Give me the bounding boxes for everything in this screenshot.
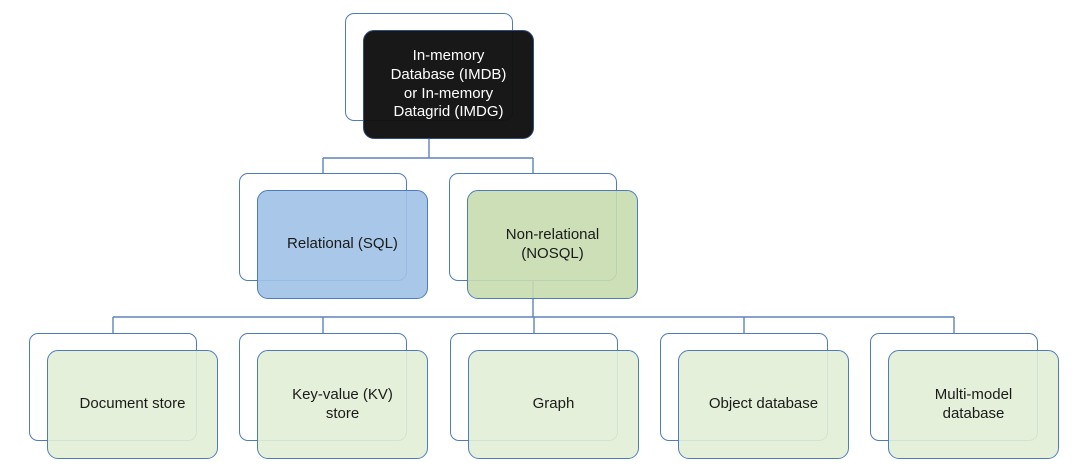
node-label: Object database bbox=[708, 395, 819, 413]
node-label: Multi-model database bbox=[934, 385, 1013, 422]
node-non-relational-nosql-box: Non-relational (NOSQL) bbox=[467, 190, 638, 299]
node-multi-model-database: Multi-model database bbox=[870, 333, 1060, 460]
node-document-store: Document store bbox=[29, 333, 219, 460]
node-multi-model-database-box: Multi-model database bbox=[888, 350, 1059, 459]
node-label: Relational (SQL) bbox=[287, 235, 398, 253]
node-object-database: Object database bbox=[660, 333, 850, 460]
node-object-database-box: Object database bbox=[678, 350, 849, 459]
node-root-box: In-memory Database (IMDB) or In-memory D… bbox=[363, 30, 534, 139]
node-graph: Graph bbox=[450, 333, 640, 460]
node-root: In-memory Database (IMDB) or In-memory D… bbox=[345, 13, 535, 140]
node-label: Key-value (KV) store bbox=[292, 385, 393, 422]
node-relational-sql: Relational (SQL) bbox=[239, 173, 429, 300]
node-graph-box: Graph bbox=[468, 350, 639, 459]
node-label: Document store bbox=[79, 395, 186, 413]
node-label: In-memory Database (IMDB) or In-memory D… bbox=[390, 47, 507, 121]
node-key-value-store: Key-value (KV) store bbox=[239, 333, 429, 460]
node-document-store-box: Document store bbox=[47, 350, 218, 459]
node-non-relational-nosql: Non-relational (NOSQL) bbox=[449, 173, 639, 300]
connector-root-to-level2 bbox=[322, 135, 534, 180]
node-label: Graph bbox=[532, 395, 575, 413]
node-key-value-store-box: Key-value (KV) store bbox=[257, 350, 428, 459]
node-label: Non-relational (NOSQL) bbox=[505, 225, 600, 262]
node-relational-sql-box: Relational (SQL) bbox=[257, 190, 428, 299]
